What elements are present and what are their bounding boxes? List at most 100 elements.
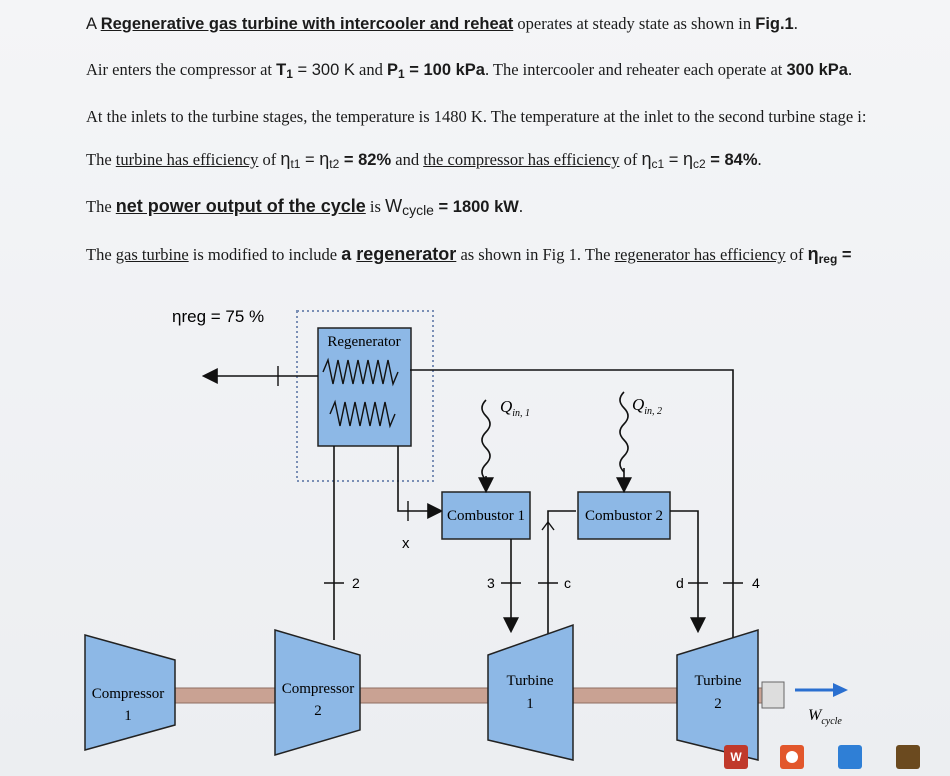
turbine-1 xyxy=(487,623,574,761)
line1-rest: operates at steady state as shown in xyxy=(513,14,756,33)
line5-a: The xyxy=(86,197,116,216)
turbine-efficiency-label: turbine has efficiency xyxy=(115,150,259,169)
regenerator-coil-bottom xyxy=(329,399,396,429)
regenerator-label: regenerator xyxy=(356,244,457,264)
line6-d: as shown in Fig 1. The xyxy=(456,245,615,264)
eta-t2-symbol: η xyxy=(319,149,330,169)
wcycle-sub: cycle xyxy=(821,716,842,727)
line4-c: and xyxy=(391,150,424,169)
line4-eq2: = xyxy=(664,151,683,169)
taskbar: W xyxy=(700,738,950,776)
eta-t2-sub: t2 xyxy=(329,157,340,171)
line6-b: is modified to include xyxy=(188,245,342,264)
line5-c: . xyxy=(518,197,523,216)
work-output-arrowhead xyxy=(833,683,848,697)
state-x-label: x xyxy=(402,535,410,552)
t1-sub: 1 xyxy=(286,67,293,81)
regenerator-box xyxy=(317,327,412,447)
word-icon[interactable]: W xyxy=(724,745,748,769)
qin1-wavy-line xyxy=(481,399,491,481)
regenerator-coil-top xyxy=(322,357,399,387)
t1-symbol: T1 xyxy=(276,61,293,81)
word-icon-label: W xyxy=(730,750,742,764)
line6-g: = xyxy=(837,246,852,264)
problem-line-4: The turbine has efficiency of ηt1 = ηt2 … xyxy=(86,149,762,171)
qin2-sub: in, 2 xyxy=(644,406,662,417)
problem-line-6: The gas turbine is modified to include a… xyxy=(86,244,852,266)
eta-reg-symbol: η xyxy=(807,244,819,264)
problem-line-2: Air enters the compressor at T1 = 300 K … xyxy=(86,60,852,81)
p1-symbol: P1 xyxy=(386,61,405,81)
compressor-efficiency-label: the compressor has efficiency xyxy=(423,150,620,169)
wcycle-label: Wcycle xyxy=(808,707,842,727)
eta-reg-sub: reg xyxy=(818,252,838,266)
state-2-label: 2 xyxy=(352,575,360,591)
problem-line-1: A Regenerative gas turbine with intercoo… xyxy=(86,14,798,34)
line1-intro: A xyxy=(86,15,101,33)
record-icon[interactable] xyxy=(780,745,804,769)
turbine-efficiency-value: = 82% xyxy=(339,151,392,169)
line6-c: a xyxy=(341,244,357,264)
line4-b: of xyxy=(258,150,281,169)
state-3-label: 3 xyxy=(487,575,495,591)
line2-d: . xyxy=(847,60,853,79)
combustor-2-label: Combustor 2 xyxy=(585,508,663,524)
qin1-label: Qin, 1 xyxy=(500,397,530,419)
intercooler-pressure: 300 kPa xyxy=(786,61,848,79)
p1-value: = 100 kPa xyxy=(404,61,485,79)
line5-b: is xyxy=(365,197,386,216)
problem-line-5: The net power output of the cycle is Wcy… xyxy=(86,196,523,218)
line2-c: . The intercooler and reheater each oper… xyxy=(484,60,787,79)
qin1-sub: in, 1 xyxy=(512,408,530,419)
pipe-state-c xyxy=(547,510,576,635)
w-sub: cycle xyxy=(402,202,434,218)
eta-t1-symbol: η xyxy=(280,149,291,169)
t1-value: = 300 K xyxy=(292,61,355,79)
regenerator-title: Regenerator xyxy=(327,334,400,350)
arrow-c-left xyxy=(541,521,549,531)
qin2-wavy-line xyxy=(619,391,629,473)
turbine-1-label-1: Turbine xyxy=(507,673,554,689)
combustor-1 xyxy=(441,491,531,540)
eta-c2-sub: c2 xyxy=(693,157,706,171)
arrow-c-right xyxy=(547,521,555,531)
wcycle-w: W xyxy=(808,707,823,724)
qin2-q: Q xyxy=(632,395,644,414)
regenerator-efficiency-label: regenerator has efficiency xyxy=(614,245,786,264)
regenerator-dotted-boundary xyxy=(296,310,434,482)
turbine-2-label-2: 2 xyxy=(714,696,722,712)
compressor-efficiency-value: = 84% xyxy=(705,151,758,169)
line4-a: The xyxy=(86,150,116,169)
folder-icon[interactable] xyxy=(838,745,862,769)
p1-sub: 1 xyxy=(397,67,405,81)
net-power-label: net power output of the cycle xyxy=(115,196,366,216)
compressor-2 xyxy=(274,628,361,757)
line4-eq1: = xyxy=(300,151,320,169)
compressor-1 xyxy=(84,634,176,751)
combustor-1-label: Combustor 1 xyxy=(447,508,525,524)
eta-c1-sub: c1 xyxy=(651,157,665,171)
eta-c1-symbol: η xyxy=(641,149,652,169)
qin2-label: Qin, 2 xyxy=(632,395,662,417)
compressor-1-label-2: 1 xyxy=(124,708,132,724)
pipe-state-x xyxy=(397,446,444,519)
compressor-1-label-1: Compressor xyxy=(92,686,165,702)
w-symbol: W xyxy=(385,196,403,216)
state-d-label: d xyxy=(676,575,684,591)
cycle-diagram: ηreg = 75 % Regenerator 2 x Combustor 1 … xyxy=(84,307,848,761)
p1-letter: P xyxy=(386,61,398,79)
turbine-2 xyxy=(676,628,759,761)
problem-line-3: At the inlets to the turbine stages, the… xyxy=(86,107,867,126)
eta-reg-figure-label: ηreg = 75 % xyxy=(172,307,264,326)
gas-turbine-label: gas turbine xyxy=(115,245,189,264)
eta-t1-sub: t1 xyxy=(290,157,301,171)
line6-a: The xyxy=(86,245,116,264)
net-power-value: = 1800 kW xyxy=(433,198,519,216)
turbine-2-label-1: Turbine xyxy=(695,673,742,689)
shaft-coupling xyxy=(761,681,785,709)
compressor-2-label-1: Compressor xyxy=(282,681,355,697)
exhaust-pipe xyxy=(410,369,734,680)
app-icon[interactable] xyxy=(896,745,920,769)
problem-title: Regenerative gas turbine with intercoole… xyxy=(100,15,514,33)
